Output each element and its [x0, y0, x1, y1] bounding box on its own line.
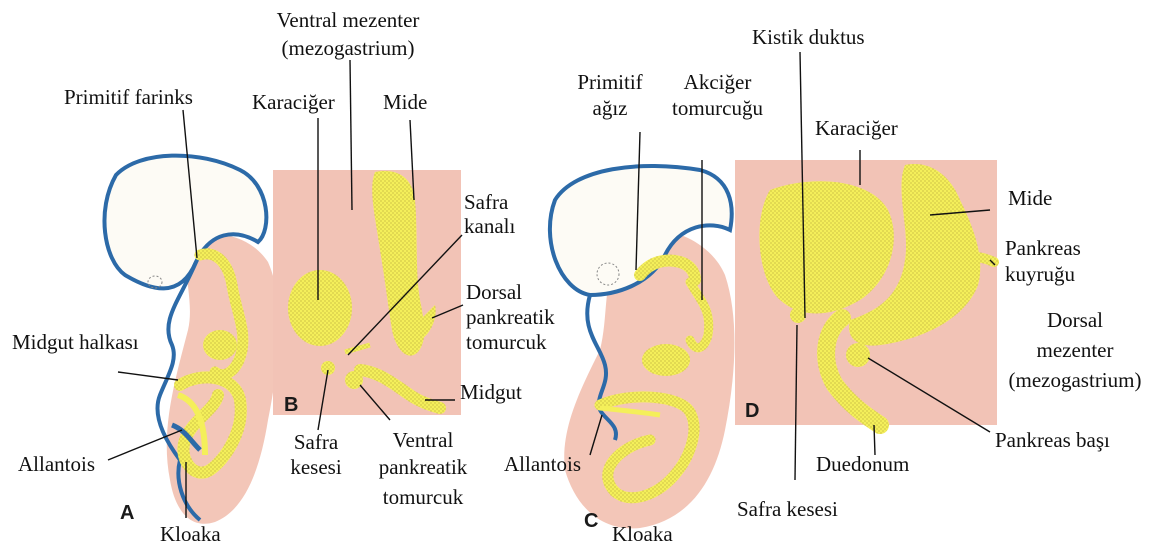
label-mide-d: Mide: [1008, 186, 1052, 210]
label-primitif-agiz-2: ağız: [560, 96, 660, 120]
panel-letter-c: C: [584, 510, 598, 533]
label-kloaka-a: Kloaka: [160, 522, 221, 546]
label-duedonum: Duedonum: [816, 452, 909, 476]
label-pankreas-kuyrugu-1: Pankreas: [1005, 236, 1081, 260]
panel-d-box: [735, 160, 997, 425]
label-akciger-2: tomurcuğu: [660, 96, 775, 120]
panel-letter-d: D: [745, 400, 759, 423]
label-safra-kesesi-b-2: kesesi: [276, 455, 356, 479]
leader-duedonum: [874, 425, 875, 455]
label-midgut: Midgut: [460, 380, 522, 404]
stomach-c: [642, 344, 690, 376]
label-dorsal-mezenter-2: mezenter: [1000, 338, 1150, 362]
label-midgut-halkasi: Midgut halkası: [12, 330, 139, 354]
panel-letter-b: B: [284, 394, 298, 417]
label-allantois-a: Allantois: [18, 452, 95, 476]
label-allantois-c: Allantois: [504, 452, 581, 476]
label-pankreas-kuyrugu-2: kuyruğu: [1005, 262, 1075, 286]
label-ventral-pank-2: pankreatik: [368, 455, 478, 479]
label-safra-kesesi-b-1: Safra: [276, 430, 356, 454]
label-ventral-mezenter-2: (mezogastrium): [258, 36, 438, 60]
label-akciger-1: Akciğer: [660, 70, 775, 94]
label-ventral-pank-1: Ventral: [368, 428, 478, 452]
label-safra-kanali-2: kanalı: [464, 214, 515, 238]
label-kloaka-c: Kloaka: [612, 522, 673, 546]
label-dorsal-pank-2: pankreatik: [466, 305, 555, 329]
label-pankreas-basi: Pankreas başı: [995, 428, 1110, 452]
label-ventral-mezenter-1: Ventral mezenter: [258, 8, 438, 32]
panel-b-box: [273, 170, 461, 415]
label-karaciger-d: Karaciğer: [815, 116, 898, 140]
panel-letter-a: A: [120, 502, 134, 525]
liver-b: [288, 270, 352, 346]
label-safra-kanali-1: Safra: [464, 190, 508, 214]
pancreas-head-d: [846, 343, 870, 367]
pancreas-tail-d: [960, 257, 994, 262]
label-kistik-duktus: Kistik duktus: [752, 25, 865, 49]
stomach-a: [203, 330, 237, 360]
gallbladder-d: [790, 307, 806, 323]
label-dorsal-mezenter-1: Dorsal: [1000, 308, 1150, 332]
label-dorsal-pank-1: Dorsal: [466, 280, 522, 304]
label-safra-kesesi-d: Safra kesesi: [737, 497, 838, 521]
label-ventral-pank-3: tomurcuk: [368, 485, 478, 509]
label-dorsal-pank-3: tomurcuk: [466, 330, 546, 354]
label-primitif-farinks: Primitif farinks: [64, 85, 193, 109]
label-karaciger-b: Karaciğer: [252, 90, 335, 114]
label-dorsal-mezenter-3: (mezogastrium): [1000, 368, 1150, 392]
label-mide-b: Mide: [383, 90, 427, 114]
label-primitif-agiz-1: Primitif: [560, 70, 660, 94]
